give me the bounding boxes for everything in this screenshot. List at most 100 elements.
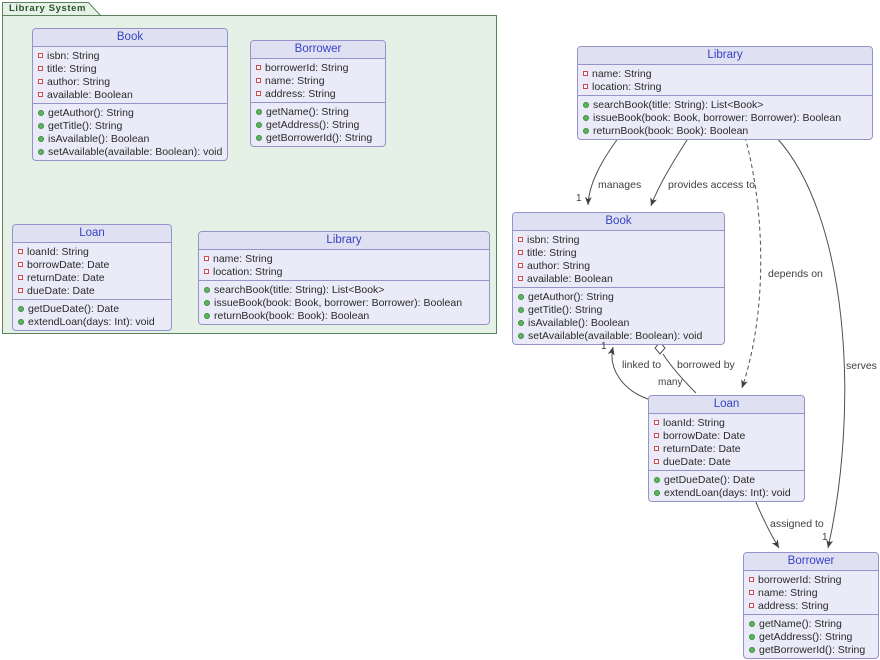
class-title: Loan	[13, 225, 171, 243]
private-field-icon	[18, 249, 23, 254]
field-row: name: String	[583, 67, 868, 80]
methods-section: searchBook(title: String): List<Book>iss…	[578, 95, 872, 139]
field-label: name: String	[758, 586, 818, 599]
field-label: returnDate: Date	[663, 442, 741, 455]
method-row: getName(): String	[749, 617, 874, 630]
method-row: getAddress(): String	[256, 118, 381, 131]
private-field-icon	[654, 459, 659, 464]
private-field-icon	[256, 78, 261, 83]
method-row: getAddress(): String	[749, 630, 874, 643]
method-label: extendLoan(days: Int): void	[28, 315, 155, 328]
method-row: searchBook(title: String): List<Book>	[583, 98, 868, 111]
field-row: loanId: String	[654, 416, 800, 429]
field-row: borrowDate: Date	[18, 258, 167, 271]
method-label: isAvailable(): Boolean	[528, 316, 630, 329]
public-method-icon	[518, 319, 524, 326]
private-field-icon	[38, 53, 43, 58]
method-row: getTitle(): String	[38, 119, 223, 132]
method-label: getDueDate(): Date	[664, 473, 756, 486]
class-title: Library	[199, 232, 489, 250]
field-label: address: String	[758, 599, 829, 612]
method-label: searchBook(title: String): List<Book>	[593, 98, 764, 111]
field-row: dueDate: Date	[18, 284, 167, 297]
field-label: loanId: String	[27, 245, 89, 258]
method-row: returnBook(book: Book): Boolean	[204, 309, 485, 322]
private-field-icon	[749, 603, 754, 608]
field-label: returnDate: Date	[27, 271, 105, 284]
private-field-icon	[583, 84, 588, 89]
class-title: Book	[513, 213, 724, 231]
field-label: available: Boolean	[527, 272, 613, 285]
edge-label-serves: serves	[846, 360, 877, 372]
multiplicity-manages: 1	[576, 193, 582, 204]
private-field-icon	[38, 66, 43, 71]
private-field-icon	[583, 71, 588, 76]
private-field-icon	[256, 65, 261, 70]
field-label: name: String	[213, 252, 273, 265]
field-label: name: String	[265, 74, 325, 87]
method-label: getAuthor(): String	[48, 106, 134, 119]
private-field-icon	[256, 91, 261, 96]
public-method-icon	[583, 114, 589, 121]
method-row: issueBook(book: Book, borrower: Borrower…	[204, 296, 485, 309]
method-row: setAvailable(available: Boolean): void	[38, 145, 223, 158]
field-row: returnDate: Date	[654, 442, 800, 455]
private-field-icon	[518, 276, 523, 281]
field-label: dueDate: Date	[27, 284, 95, 297]
field-label: name: String	[592, 67, 652, 80]
public-method-icon	[583, 101, 589, 108]
method-label: getAddress(): String	[759, 630, 853, 643]
field-row: isbn: String	[518, 233, 720, 246]
method-row: extendLoan(days: Int): void	[654, 486, 800, 499]
field-label: isbn: String	[47, 49, 100, 62]
method-label: setAvailable(available: Boolean): void	[48, 145, 223, 158]
private-field-icon	[518, 250, 523, 255]
field-row: borrowerId: String	[749, 573, 874, 586]
method-row: getTitle(): String	[518, 303, 720, 316]
field-label: borrowDate: Date	[27, 258, 110, 271]
method-label: getTitle(): String	[528, 303, 603, 316]
field-label: borrowerId: String	[265, 61, 349, 74]
method-label: getAddress(): String	[266, 118, 360, 131]
method-label: returnBook(book: Book): Boolean	[214, 309, 370, 322]
method-label: extendLoan(days: Int): void	[664, 486, 791, 499]
field-row: title: String	[518, 246, 720, 259]
private-field-icon	[204, 269, 209, 274]
field-label: available: Boolean	[47, 88, 133, 101]
field-row: address: String	[749, 599, 874, 612]
field-row: loanId: String	[18, 245, 167, 258]
edge-label-borrowed-by: borrowed by	[677, 359, 735, 371]
field-row: dueDate: Date	[654, 455, 800, 468]
public-method-icon	[583, 127, 589, 134]
package-title: Library System	[9, 3, 87, 14]
field-label: address: String	[265, 87, 336, 100]
method-row: isAvailable(): Boolean	[518, 316, 720, 329]
public-method-icon	[518, 306, 524, 313]
field-row: available: Boolean	[38, 88, 223, 101]
method-row: getBorrowerId(): String	[256, 131, 381, 144]
method-label: getName(): String	[759, 617, 842, 630]
private-field-icon	[749, 577, 754, 582]
private-field-icon	[38, 79, 43, 84]
field-label: dueDate: Date	[663, 455, 731, 468]
field-row: isbn: String	[38, 49, 223, 62]
private-field-icon	[38, 92, 43, 97]
